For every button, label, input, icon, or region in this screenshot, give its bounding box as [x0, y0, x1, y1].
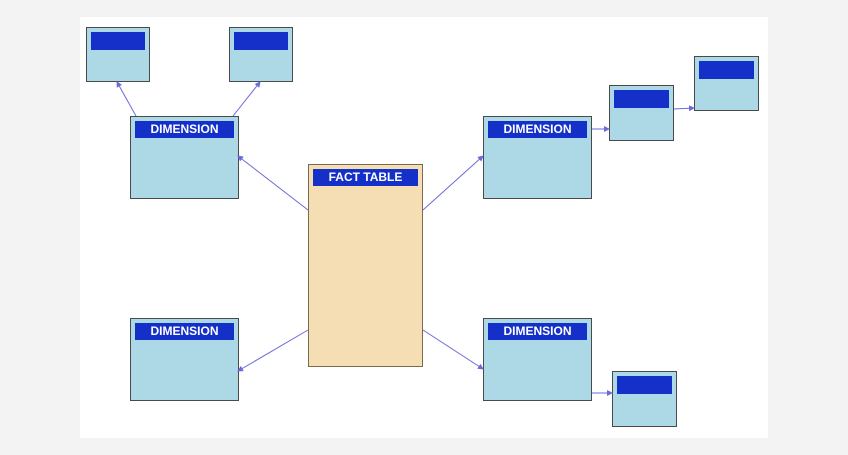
- dimension-table-top-left: DIMENSION: [130, 116, 239, 199]
- fact-table: FACT TABLE: [308, 164, 423, 367]
- sub-table-header: [617, 376, 672, 394]
- dimension-header: DIMENSION: [135, 323, 234, 340]
- sub-table-top-left-b: [229, 27, 293, 82]
- sub-table-header: [614, 90, 669, 108]
- sub-table-bottom-right: [612, 371, 677, 427]
- dimension-header: DIMENSION: [488, 121, 587, 138]
- dimension-header: DIMENSION: [135, 121, 234, 138]
- sub-table-top-left-a: [86, 27, 150, 82]
- sub-table-header: [699, 61, 754, 79]
- dimension-table-top-right: DIMENSION: [483, 116, 592, 199]
- sub-table-header: [234, 32, 288, 50]
- dimension-header: DIMENSION: [488, 323, 587, 340]
- sub-table-header: [91, 32, 145, 50]
- sub-table-right-b: [694, 56, 759, 111]
- sub-table-right-a: [609, 85, 674, 141]
- dimension-table-bottom-left: DIMENSION: [130, 318, 239, 401]
- fact-table-header: FACT TABLE: [313, 169, 418, 186]
- dimension-table-bottom-right: DIMENSION: [483, 318, 592, 401]
